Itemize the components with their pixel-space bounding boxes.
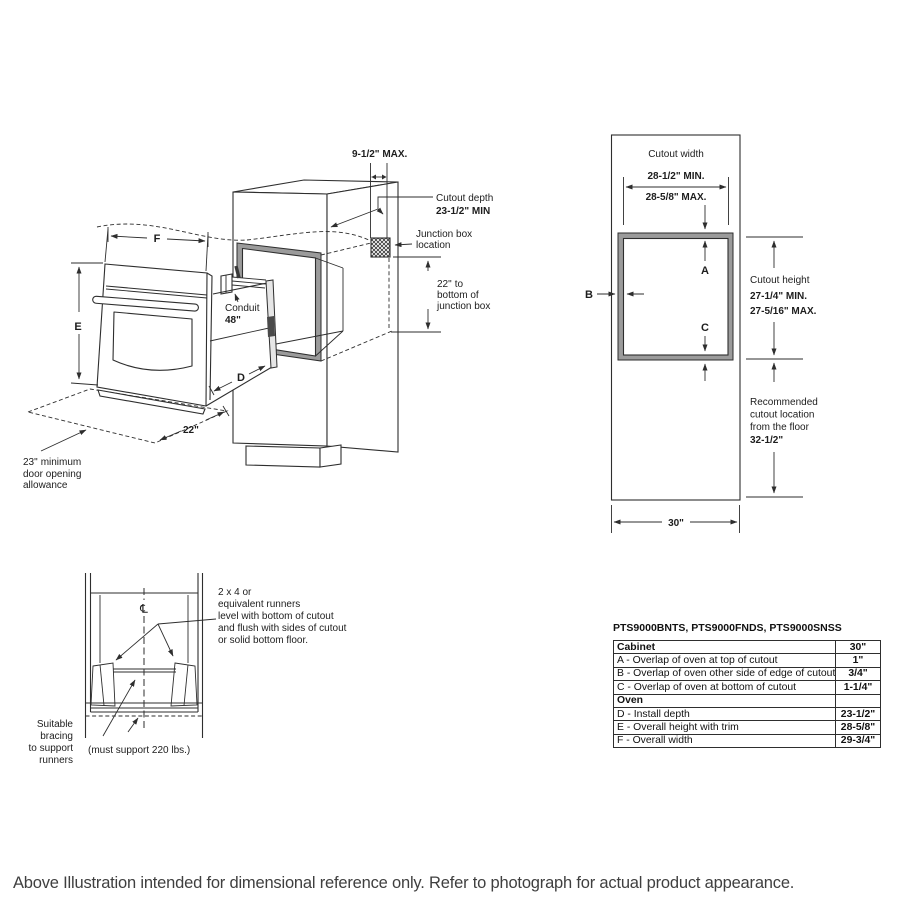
cutout-width-max: 28-5/8" MAX. bbox=[646, 192, 707, 203]
rec-location-label-1: Recommended bbox=[750, 397, 818, 408]
row-label: Oven bbox=[613, 693, 836, 708]
model-numbers-title: PTS9000BNTS, PTS9000FNDS, PTS9000SNSS bbox=[613, 622, 842, 634]
jb-offset-label-1: 22"to bbox=[437, 279, 463, 290]
table-row: A - Overlap of oven at top of cutout 1" bbox=[613, 653, 881, 668]
row-value: 28-5/8" bbox=[835, 720, 881, 735]
row-label: E - Overall height with trim bbox=[613, 720, 836, 735]
cabinet-width-value: 30" bbox=[668, 518, 684, 529]
cutout-interior-lines bbox=[275, 257, 344, 357]
door-opening-floor-area bbox=[26, 388, 229, 444]
runner-cabinet-walls bbox=[84, 573, 204, 738]
row-label: Cabinet bbox=[613, 639, 836, 655]
isometric-install-view: 9-1/2" MAX. Cutout depth 23-1/2" MIN Jun… bbox=[23, 149, 493, 491]
centerline-symbol: ℄ bbox=[139, 602, 148, 616]
oven-door-handle bbox=[92, 295, 199, 312]
row-label: C - Overlap of oven at bottom of cutout bbox=[613, 680, 836, 695]
row-label: D - Install depth bbox=[613, 706, 836, 722]
oven-flange-dark bbox=[267, 316, 275, 337]
junction-box-label-1: Junction box bbox=[416, 229, 472, 240]
row-value: 29-3/4" bbox=[835, 733, 881, 749]
conduit-line bbox=[234, 265, 241, 279]
runner-note-2: equivalent runners bbox=[218, 599, 300, 610]
row-value: 3/4" bbox=[835, 666, 881, 682]
cutout-depth-value: 23-1/2" MIN bbox=[436, 206, 490, 217]
table-row: Oven bbox=[613, 693, 881, 708]
support-note: (must support 220 lbs.) bbox=[88, 745, 190, 756]
oven-door-sill bbox=[97, 389, 206, 415]
row-label: A - Overlap of oven at top of cutout bbox=[613, 653, 836, 668]
bracing-label-3: to support bbox=[29, 743, 74, 754]
oven-door-window bbox=[112, 311, 193, 371]
table-row: D - Install depth 23-1/2" bbox=[613, 706, 881, 722]
cutout-height-max: 27-5/16" MAX. bbox=[750, 306, 817, 317]
table-row: E - Overall height with trim 28-5/8" bbox=[613, 720, 881, 735]
cabinet-toe-kick bbox=[245, 445, 321, 468]
table-row: Cabinet 30" bbox=[613, 639, 881, 655]
runner-note-3: level with bottom of cutout bbox=[218, 611, 334, 622]
row-label: B - Overlap of oven other side of edge o… bbox=[613, 666, 836, 682]
door-allowance-label-1: 23"minimum bbox=[23, 457, 81, 468]
cutout-height-min: 27-1/4" MIN. bbox=[750, 291, 807, 302]
runner-note-1: 2 x 4 or bbox=[218, 587, 252, 598]
row-value bbox=[835, 693, 881, 708]
door-allowance-label-3: allowance bbox=[23, 480, 68, 491]
junction-box-label-2: location bbox=[416, 240, 450, 251]
table-row: B - Overlap of oven other side of edge o… bbox=[613, 666, 881, 682]
centerline-group: ℄ bbox=[139, 588, 148, 728]
bracing-label-4: runners bbox=[39, 755, 73, 766]
row-value: 30" bbox=[835, 639, 881, 655]
junction-box bbox=[370, 237, 391, 258]
cutout-depth-label: Cutout depth bbox=[436, 193, 493, 204]
disclaimer-text: Above Illustration intended for dimensio… bbox=[13, 874, 795, 892]
rec-location-label-3: from the floor bbox=[750, 422, 810, 433]
overlap-c-label: C bbox=[701, 322, 709, 334]
cutout-width-min: 28-1/2" MIN. bbox=[648, 171, 705, 182]
table-row: F - Overall width 29-3/4" bbox=[613, 733, 881, 749]
dim-e-label: E bbox=[74, 321, 81, 333]
runner-note-5: or solid bottom floor. bbox=[218, 635, 308, 646]
table-row: C - Overlap of oven at bottom of cutout … bbox=[613, 680, 881, 695]
dimension-table: Cabinet 30" A - Overlap of oven at top o… bbox=[613, 639, 881, 749]
row-value: 1" bbox=[835, 653, 881, 668]
front-cutout-view: Cutout width 28-1/2" MIN. 28-5/8" MAX. A… bbox=[585, 134, 818, 533]
conduit-value: 48" bbox=[225, 315, 241, 326]
rec-location-label-2: cutout location bbox=[750, 410, 815, 421]
dim-d-label: D bbox=[237, 372, 245, 384]
jb-offset-label-2: bottom of bbox=[437, 290, 479, 301]
dim-f-label: F bbox=[154, 233, 161, 245]
spec-table-section: PTS9000BNTS, PTS9000FNDS, PTS9000SNSS Ca… bbox=[613, 622, 881, 749]
runner-detail-view: ℄ 2 x 4 or equivalent runners level with… bbox=[29, 573, 347, 766]
door-allowance-label-2: door opening bbox=[23, 469, 81, 480]
runner-note-4: and flush with sides of cutout bbox=[218, 623, 347, 634]
row-value: 1-1/4" bbox=[835, 680, 881, 695]
cutout-width-label: Cutout width bbox=[648, 149, 704, 160]
bracing-label-1: Suitable bbox=[37, 719, 74, 730]
cutout-height-label: Cutout height bbox=[750, 275, 810, 286]
oven-control-panel-line bbox=[105, 285, 208, 296]
wall-oven bbox=[92, 263, 278, 415]
oven-rear-top bbox=[220, 265, 267, 295]
jb-offset-label-3: junction box bbox=[436, 301, 490, 312]
bracing-label-2: bracing bbox=[40, 731, 73, 742]
iso-dimensions bbox=[40, 196, 441, 452]
runner-leaders bbox=[102, 618, 217, 737]
row-value: 23-1/2" bbox=[835, 706, 881, 722]
overlap-a-label: A bbox=[701, 265, 709, 277]
floor-depth-label: 22" bbox=[183, 425, 199, 436]
overlap-b-label: B bbox=[585, 289, 593, 301]
rec-location-value: 32-1/2" bbox=[750, 435, 783, 446]
row-label: F - Overall width bbox=[613, 733, 836, 749]
junction-box-group bbox=[370, 163, 391, 258]
runners bbox=[85, 662, 203, 717]
conduit-label: Conduit bbox=[225, 303, 260, 314]
max-depth-label: 9-1/2" MAX. bbox=[352, 149, 408, 160]
projection-dashed-lines bbox=[96, 223, 393, 362]
front-dimensions bbox=[597, 177, 803, 533]
